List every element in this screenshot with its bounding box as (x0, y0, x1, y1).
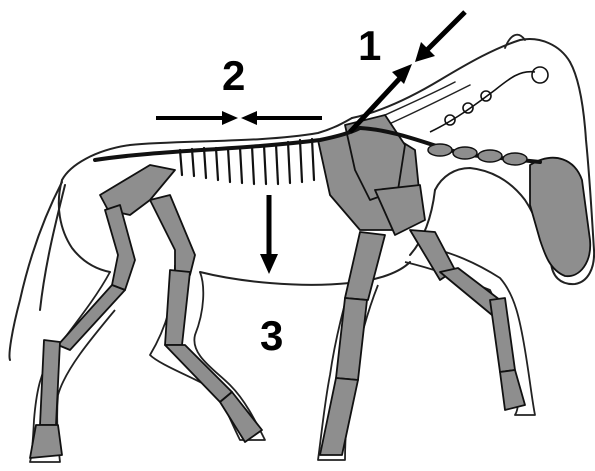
far-hind-hoof (30, 425, 62, 458)
label-3: 3 (260, 312, 283, 359)
skull-bone (530, 158, 590, 276)
near-fore-cannon-bone (336, 298, 367, 380)
compression-bar-2 (156, 111, 322, 125)
near-fore-radius (345, 232, 385, 300)
far-fore-lower-bone (490, 298, 515, 372)
far-hind-cannon-bone (40, 340, 60, 425)
far-fore-hoof (500, 370, 525, 410)
far-hind-upper-bone (105, 205, 135, 290)
near-hind-lower-bone (165, 270, 190, 345)
label-2: 2 (222, 52, 245, 99)
near-hind-hoof (220, 392, 262, 442)
arrow-1-down (415, 12, 465, 62)
neck-chain (430, 67, 548, 132)
label-1: 1 (358, 22, 381, 69)
arrow-3-down (260, 195, 278, 274)
near-hind-upper-bone (150, 195, 195, 275)
near-fore-hoof (320, 378, 358, 455)
